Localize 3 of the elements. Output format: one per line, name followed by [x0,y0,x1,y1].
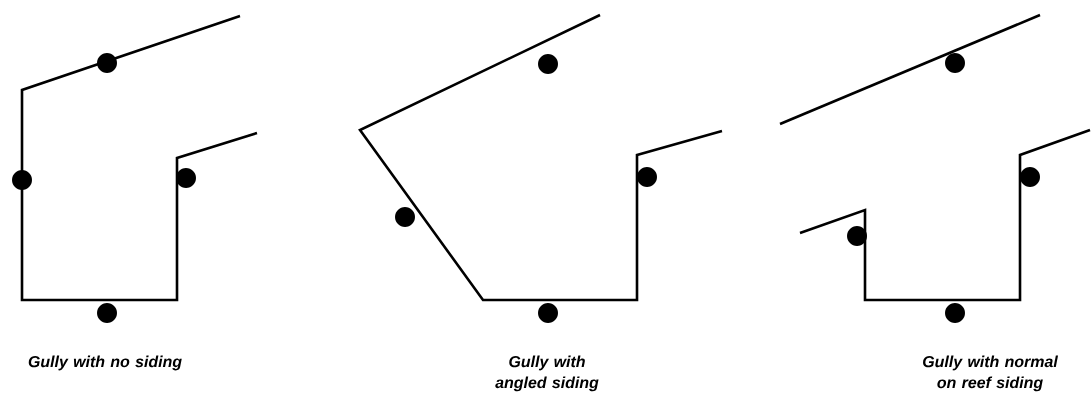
caption: Gully with angled siding [495,355,599,392]
caption: Gully with no siding [28,355,182,371]
caption: Gully with normal on reef siding [923,355,1059,392]
